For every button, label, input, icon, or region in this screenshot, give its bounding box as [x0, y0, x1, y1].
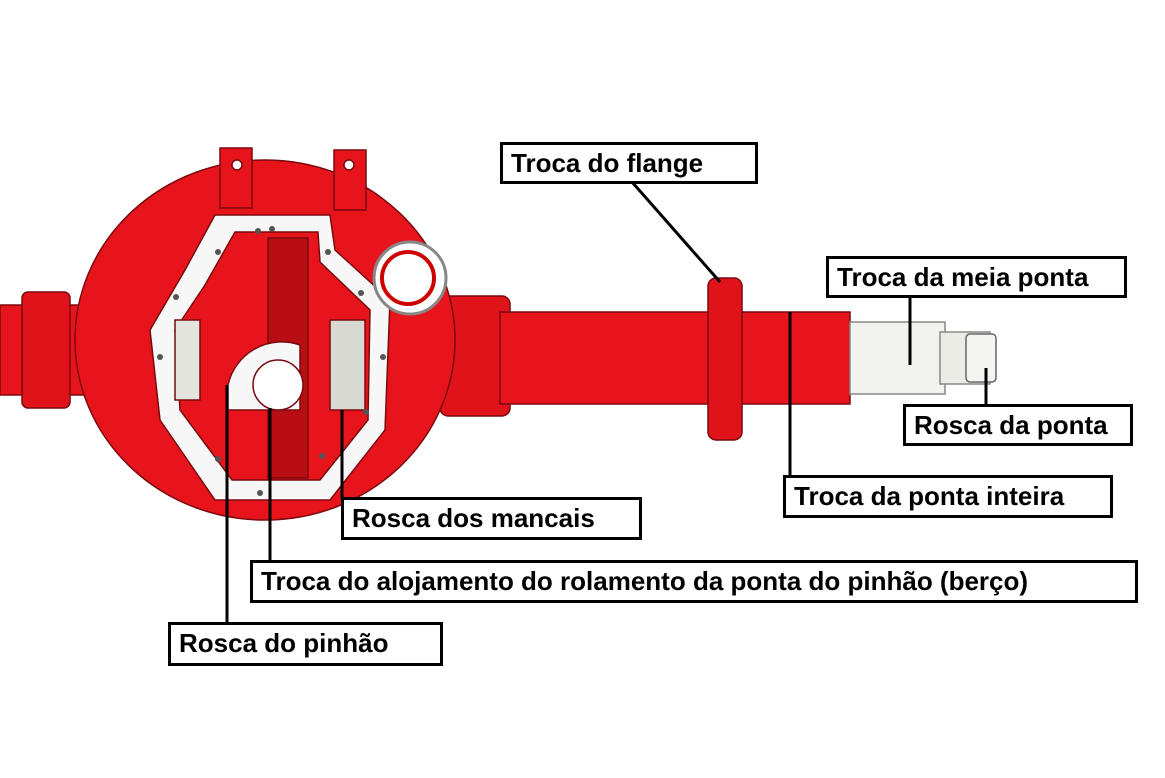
- label-half-spindle: Troca da meia ponta: [826, 256, 1127, 298]
- right-tube: [499, 311, 851, 405]
- mount-ear-left: [219, 147, 253, 209]
- flange: [707, 277, 743, 441]
- spindle: [849, 321, 946, 395]
- label-pinion-bearing-housing: Troca do alojamento do rolamento da pont…: [250, 560, 1138, 603]
- label-spindle-thread: Rosca da ponta: [903, 404, 1133, 446]
- label-bearing-thread: Rosca dos mancais: [341, 497, 642, 540]
- mount-ear-right: [333, 149, 367, 211]
- label-flange: Troca do flange: [500, 142, 758, 184]
- label-full-spindle: Troca da ponta inteira: [783, 475, 1113, 518]
- left-collar: [21, 291, 71, 409]
- label-pinion-thread: Rosca do pinhão: [168, 622, 443, 666]
- leader-flange: [630, 181, 722, 283]
